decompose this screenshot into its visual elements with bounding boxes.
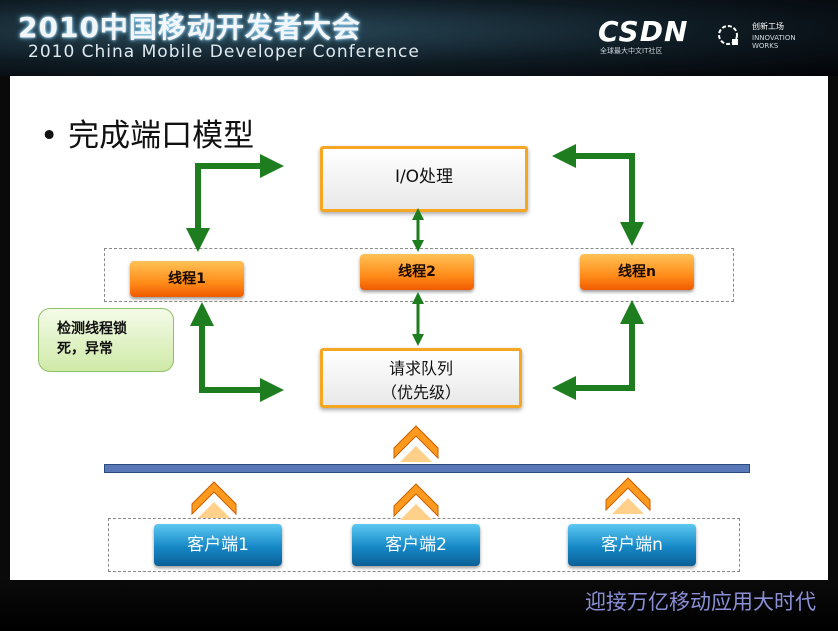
thread-2-box: 线程2 (360, 254, 474, 290)
footer-banner: 迎接万亿移动应用大时代 (0, 580, 838, 631)
slide-heading: • 完成端口模型 (40, 118, 255, 154)
queue-priority-label: （优先级） (380, 383, 461, 402)
diagram-arrows (186, 144, 651, 520)
arrow-thread1-queue (190, 302, 284, 402)
conference-title: 2010中国移动开发者大会 (18, 11, 361, 44)
chevron-up-icon (605, 477, 651, 514)
arrow-thread1-io (186, 154, 284, 252)
chevron-up-icon (191, 481, 237, 518)
io-processing-box: I/O处理 (320, 146, 528, 212)
csdn-logo: CSDN (598, 15, 689, 48)
request-queue-box: 请求队列 （优先级） (320, 348, 522, 408)
client-n-box: 客户端n (568, 524, 696, 566)
conference-subtitle: 2010 China Mobile Developer Conference (28, 42, 420, 62)
chevron-up-icon (393, 425, 439, 462)
client-2-box: 客户端2 (352, 524, 480, 566)
thread-n-box: 线程n (580, 254, 694, 290)
thread-1-box: 线程1 (130, 261, 244, 297)
callout-line-2: 死，异常 (57, 341, 113, 357)
arrow-io-threadn (552, 144, 644, 246)
slide-content: • 完成端口模型 I/O处理 线程1 线程2 线程n 请求队列 （优先级） 检测… (10, 76, 828, 580)
client-1-box: 客户端1 (154, 524, 282, 566)
network-bus-bar (104, 464, 750, 473)
footer-tagline: 迎接万亿移动应用大时代 (585, 590, 816, 614)
queue-label: 请求队列 (388, 359, 453, 378)
lightbulb-icon (718, 25, 738, 45)
csdn-tagline: 全球最大中文IT社区 (600, 47, 663, 55)
partner-name-cn: 创新工场 (752, 22, 784, 31)
chevron-up-icon (393, 483, 439, 520)
partner-name-en: INNOVATION WORKS (752, 34, 796, 50)
callout-line-1: 检测线程锁 (57, 321, 127, 337)
header-banner: 2010中国移动开发者大会 2010 China Mobile Develope… (0, 0, 838, 76)
deadlock-callout: 检测线程锁 死，异常 (38, 308, 174, 372)
arrow-queue-threadn (552, 300, 644, 400)
